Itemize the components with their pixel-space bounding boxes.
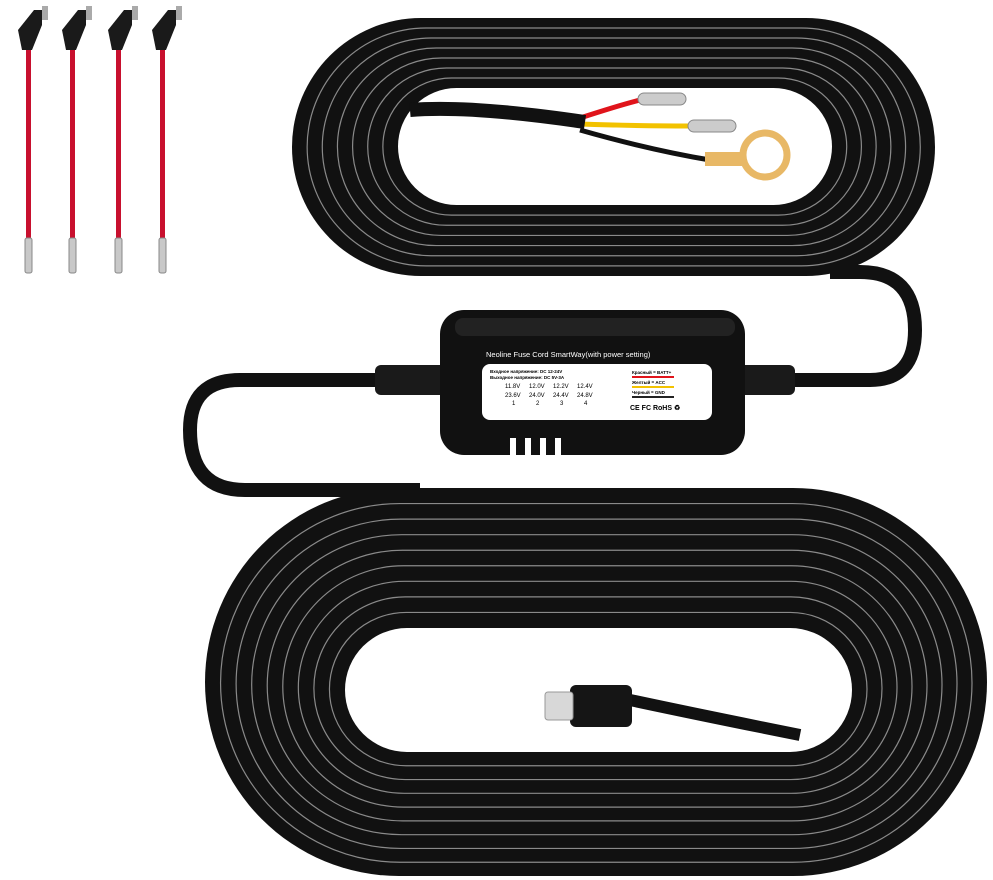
cable-left-loop xyxy=(182,373,455,497)
setting-number: 2 xyxy=(536,401,540,407)
cable-right-loop xyxy=(735,265,923,387)
setting-12v-value: 12.0V xyxy=(529,384,545,390)
input-voltage: Входное напряжение: DC 12-24V xyxy=(490,369,562,374)
wire-color-swatch xyxy=(632,386,674,388)
setting-24v-value: 24.4V xyxy=(553,393,569,399)
ring-terminal xyxy=(739,129,791,181)
fuse-tap-connector xyxy=(24,237,33,274)
fuse-tap-holder xyxy=(62,10,86,50)
fuse-tap-connector xyxy=(114,237,123,274)
top-cable-coil xyxy=(292,18,935,276)
fuse-tap-holder xyxy=(152,10,176,50)
certification-marks: CE FC RoHS ♻ xyxy=(630,404,680,412)
pin-connector xyxy=(687,119,737,133)
setting-number: 4 xyxy=(584,401,588,407)
ring-terminal-neck xyxy=(705,152,745,166)
setting-12v-value: 12.4V xyxy=(577,384,593,390)
usb-c-plug-icon xyxy=(544,691,574,721)
fuse-tap-wire xyxy=(70,48,75,238)
usb-cable xyxy=(628,694,802,741)
fuse-tap-connector xyxy=(158,237,167,274)
yellow-wire xyxy=(579,121,691,129)
setting-number: 3 xyxy=(560,401,564,407)
fuse-tap-wire xyxy=(116,48,121,238)
setting-12v-value: 11.8V xyxy=(505,384,520,390)
fuse-tap-wire xyxy=(26,48,31,238)
setting-24v-value: 23.6V xyxy=(505,393,521,399)
wire-legend-item: Красный = BATT+ xyxy=(632,369,672,375)
red-wire xyxy=(579,97,641,121)
wire-legend-item: Желтый = ACC xyxy=(631,379,666,385)
usb-c-housing xyxy=(570,685,632,727)
box-title: Neoline Fuse Cord SmartWay(with power se… xyxy=(486,350,651,359)
black-wire xyxy=(579,127,711,163)
fuse-tap-wire xyxy=(160,48,165,238)
setting-number: 1 xyxy=(512,401,516,407)
wire-legend-item: Черный = GND xyxy=(632,389,666,395)
dip-switch[interactable] xyxy=(500,435,575,455)
output-voltage: Выходное напряжение: DC 5V-3A xyxy=(490,375,565,380)
fuse-tap-connector xyxy=(68,237,77,274)
fuse-tap-holder xyxy=(18,10,42,50)
setting-24v-value: 24.8V xyxy=(577,393,593,399)
fuse-tap-holder xyxy=(108,10,132,50)
wire-color-swatch xyxy=(632,396,674,398)
setting-12v-value: 12.2V xyxy=(553,384,569,390)
pin-connector xyxy=(637,92,687,106)
bottom-cable-coil xyxy=(205,488,987,876)
wire-color-swatch xyxy=(632,376,674,378)
fuse-taps xyxy=(18,6,182,274)
control-box: Neoline Fuse Cord SmartWay(with power se… xyxy=(375,310,795,455)
setting-24v-value: 24.0V xyxy=(529,393,545,399)
